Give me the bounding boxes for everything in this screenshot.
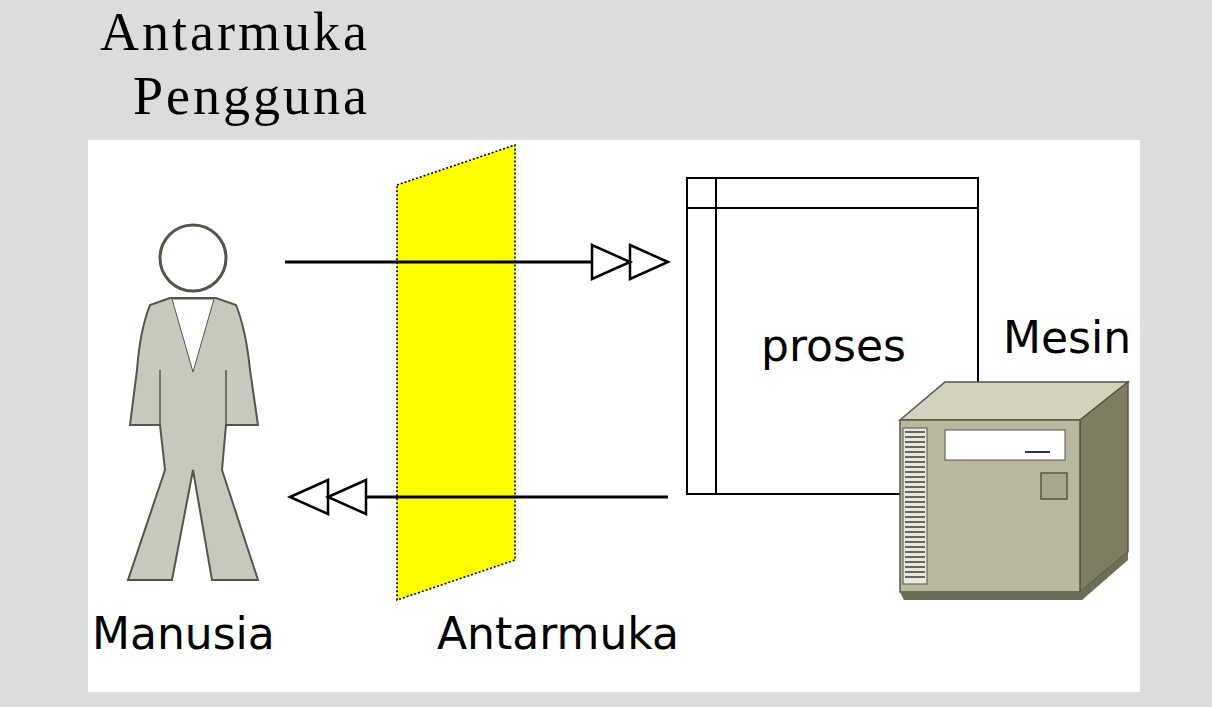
node-label: proses [761,320,906,371]
human-node: Manusia [88,220,285,670]
flow-arrow [290,480,668,514]
diagram-title: Antarmuka Pengguna [58,0,370,128]
node-label: Antarmuka [437,608,679,659]
flow-arrow [285,245,668,279]
interface-node: Antarmuka [395,140,715,665]
node-label: Manusia [92,608,275,659]
window-title-bar [688,179,977,209]
node-label: Mesin [1003,312,1131,363]
window-side-bar [715,179,717,493]
